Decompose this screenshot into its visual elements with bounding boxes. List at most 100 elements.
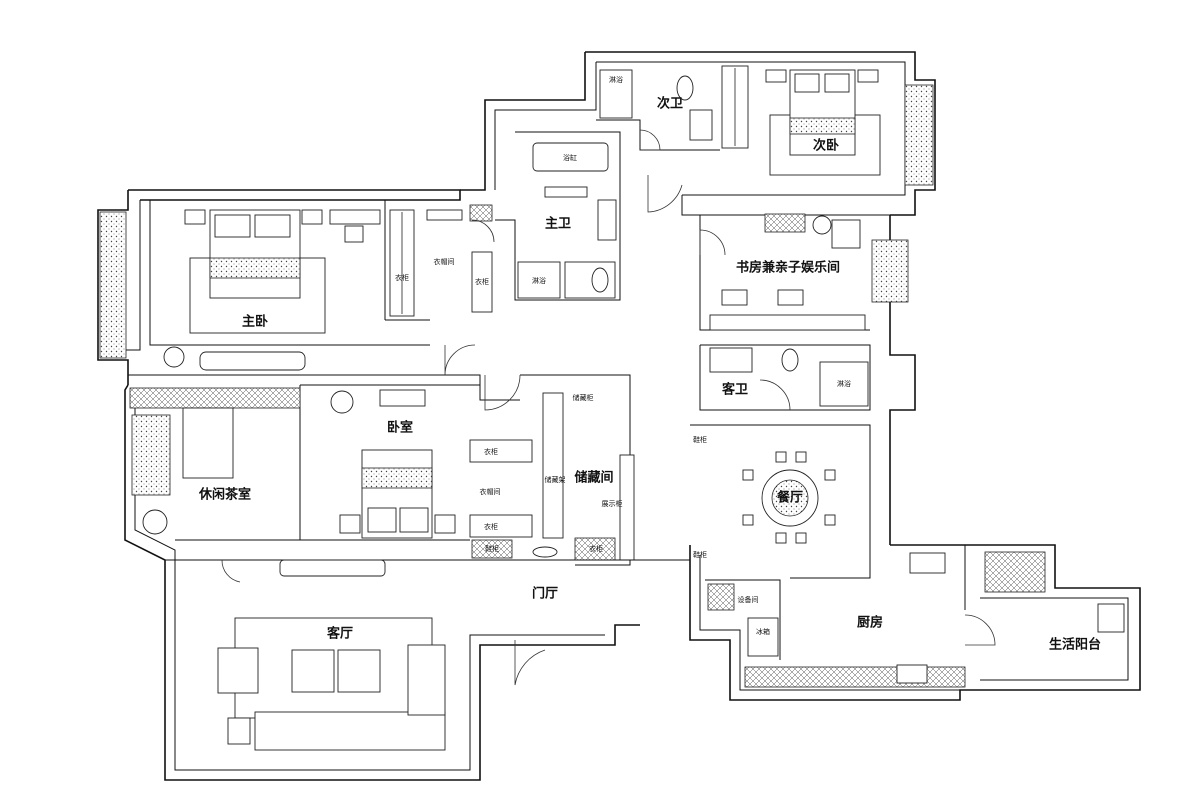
closet [471, 251, 493, 313]
label-display-cabinet: 展示柜 [602, 499, 623, 508]
vanity [597, 199, 617, 241]
label-closet: 衣柜 [484, 522, 498, 531]
label-shower: 淋浴 [609, 75, 623, 84]
label-storage-shelf: 储藏架 [545, 475, 566, 484]
guest-bath: 淋浴 客卫 [699, 344, 871, 411]
room-label-foyer: 门厅 [532, 586, 558, 602]
room-label-master-bedroom: 主卧 [242, 314, 268, 330]
shower [599, 69, 633, 119]
label-shoe-cabinet: 鞋柜 [693, 550, 707, 559]
nightstand [857, 69, 879, 83]
room-label-living-room: 客厅 [327, 626, 353, 642]
storage-shelf [542, 392, 564, 539]
shoe-cabinet [471, 539, 513, 559]
closet [469, 439, 533, 463]
study: 书房兼亲子娱乐间 [681, 195, 909, 331]
sofa-side [407, 644, 446, 716]
room-label-guest-bath: 客卫 [722, 382, 748, 398]
storage: 储藏架 储藏柜 展示柜 储藏间 [520, 374, 635, 566]
laundry-sink [984, 551, 1046, 593]
outer-walls [97, 51, 1141, 781]
bay-window-planter [904, 84, 934, 186]
bedroom: 卧室 [300, 384, 520, 541]
label-shower: 淋浴 [837, 379, 851, 388]
master-closets: 衣柜 衣帽间 衣柜 [389, 204, 493, 317]
second-bedroom: 次卧 [721, 65, 934, 186]
basin [689, 109, 713, 141]
bedroom-closets: 衣柜 衣帽间 衣柜 [469, 439, 533, 538]
room-label-tea-room: 休闲茶室 [198, 487, 251, 503]
plant [142, 509, 168, 535]
desk [329, 209, 381, 225]
fridge [747, 617, 779, 657]
label-walkin-closet: 衣帽间 [434, 257, 455, 266]
interior-doors [221, 175, 683, 583]
utility-balcony: 生活阳台 [980, 551, 1129, 681]
nightstand [301, 209, 323, 225]
label-equipment-room: 设备间 [738, 595, 759, 604]
nightstand [765, 69, 787, 83]
second-bath: 淋浴 次卫 [596, 69, 720, 151]
tea-room: 休闲茶室 [128, 374, 481, 541]
room-label-dining: 餐厅 [776, 490, 803, 506]
label-closet: 衣柜 [395, 273, 409, 282]
shower [819, 361, 869, 407]
label-walkin-closet: 衣帽间 [480, 487, 501, 496]
label-shoe-cabinet: 鞋柜 [693, 435, 707, 444]
room-label-master-bath: 主卫 [545, 216, 571, 232]
label-shower: 淋浴 [532, 276, 546, 285]
label-storage-cabinet: 储藏柜 [573, 393, 594, 402]
plant [330, 390, 354, 414]
bay-window-planter [99, 211, 127, 359]
basin [709, 347, 753, 373]
tv-cabinet [379, 389, 426, 407]
toilet [676, 75, 694, 101]
label-wardrobe: 衣柜 [589, 544, 603, 553]
closet [469, 514, 533, 538]
toilet [781, 348, 799, 372]
chair [721, 289, 748, 306]
label-closet: 衣柜 [484, 447, 498, 456]
counter [744, 666, 966, 688]
washer [1097, 603, 1125, 633]
toilet [591, 267, 609, 293]
master-bedroom: 主卧 [99, 200, 430, 371]
tea-table [182, 407, 234, 479]
label-closet: 衣柜 [475, 277, 489, 286]
window-planter [871, 239, 909, 303]
chair [777, 289, 804, 306]
shelf [709, 314, 866, 331]
nightstand [184, 209, 206, 225]
planter [131, 414, 171, 496]
side-table [227, 717, 251, 745]
shower [517, 261, 561, 299]
master-bath: 浴缸 淋浴 主卫 [495, 131, 621, 301]
room-label-bedroom: 卧室 [387, 420, 413, 436]
plant [163, 346, 185, 368]
room-label-second-bedroom: 次卧 [813, 138, 839, 154]
tv-cabinet [199, 351, 306, 371]
sofa [254, 711, 446, 751]
side-table [812, 215, 832, 235]
tv-cabinet [279, 559, 386, 577]
room-label-kitchen: 厨房 [857, 615, 883, 631]
stove [896, 664, 928, 684]
coffee-table [291, 649, 335, 693]
room-label-study: 书房兼亲子娱乐间 [736, 260, 840, 276]
foyer-cabinets: 鞋柜 衣柜 门厅 [471, 537, 616, 602]
dining: 鞋柜 鞋柜 餐厅 [690, 424, 871, 579]
room-label-utility-balcony: 生活阳台 [1049, 637, 1101, 653]
label-bathtub: 浴缸 [563, 153, 577, 162]
bathtub [532, 142, 609, 172]
armchair [217, 647, 259, 694]
armchair [831, 219, 861, 249]
label-shoe-cabinet: 鞋柜 [485, 544, 499, 553]
coffee-table [337, 649, 381, 693]
living-room: 客厅 [165, 559, 690, 751]
label-fridge: 冰箱 [756, 627, 770, 636]
room-label-storage: 储藏间 [573, 470, 613, 486]
bench [532, 546, 558, 558]
sink [909, 552, 946, 574]
